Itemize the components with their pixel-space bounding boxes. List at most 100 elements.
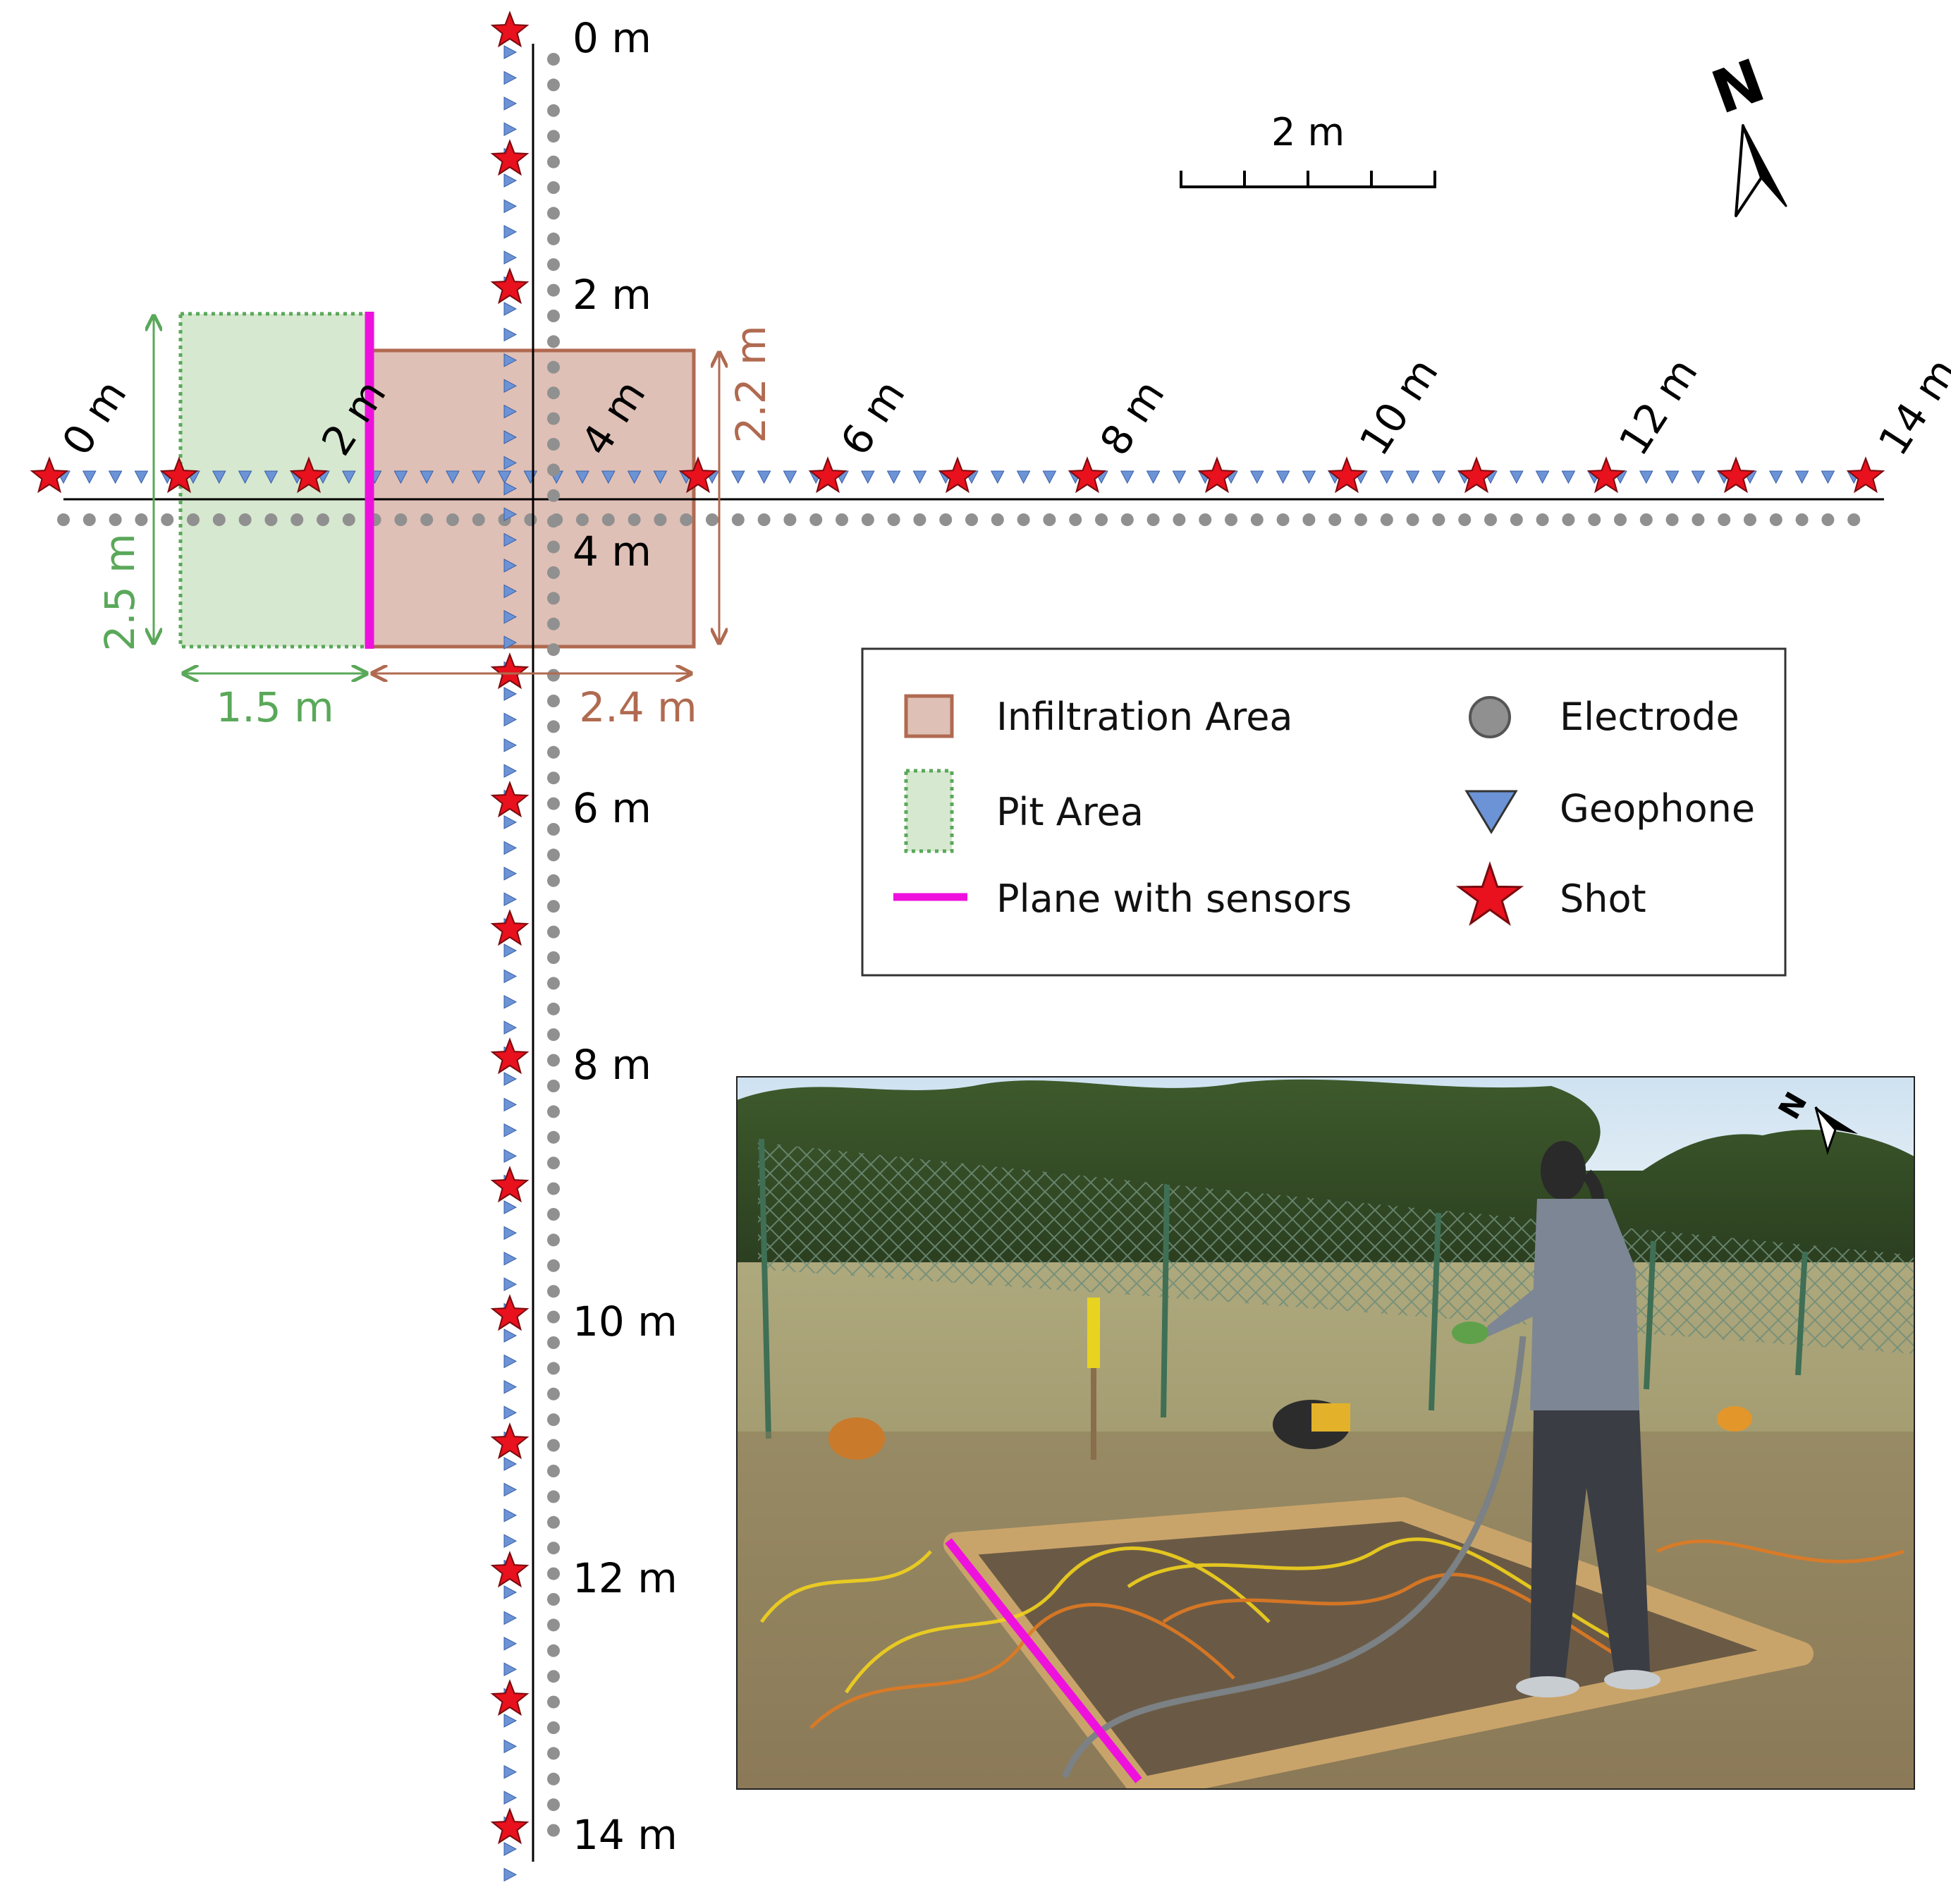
electrode-marker <box>547 1002 560 1015</box>
geophone-marker <box>503 866 518 881</box>
electrode-marker <box>1458 513 1472 526</box>
geophone-marker <box>503 199 518 214</box>
geophone-marker <box>503 609 518 624</box>
ns-shot-marker <box>490 267 530 305</box>
electrode-marker <box>1380 513 1393 526</box>
ew-shot-marker <box>1716 456 1756 494</box>
electrode-marker <box>547 1644 560 1657</box>
electrode-marker <box>547 207 560 220</box>
electrode-marker <box>547 1080 560 1092</box>
pit-width-label: 1.5 m <box>216 683 334 731</box>
electrode-marker <box>547 1747 560 1760</box>
geophone-marker <box>503 1611 518 1625</box>
electrode-marker <box>547 1028 560 1042</box>
electrode-marker <box>547 1798 560 1812</box>
ns-shot-marker <box>490 652 530 690</box>
electrode-marker <box>547 1567 560 1580</box>
ew-shot-marker <box>1068 456 1107 494</box>
electrode-marker <box>1744 513 1756 526</box>
geophone-marker <box>503 1020 518 1035</box>
electrode-marker <box>547 53 560 66</box>
geophone-marker <box>503 507 518 522</box>
electrode-marker <box>547 1593 560 1606</box>
geophone-marker <box>1561 470 1576 484</box>
geophone-marker <box>503 1097 518 1112</box>
electrode-marker <box>628 513 641 526</box>
ew-shot-marker <box>1457 456 1496 494</box>
legend-geophone-swatch <box>1464 790 1518 834</box>
legend-plane-label: Plane with sensors <box>996 877 1352 921</box>
geophone-marker <box>503 1123 518 1137</box>
electrode-marker <box>547 1182 560 1195</box>
electrode-marker <box>547 617 560 630</box>
ns-shot-marker <box>490 781 530 818</box>
electrode-marker <box>547 566 560 579</box>
geophone-marker <box>134 470 149 484</box>
geophone-marker <box>503 687 518 701</box>
ns-shot-marker <box>490 11 530 48</box>
photo-plane-with-sensors-line <box>945 1538 1142 1783</box>
electrode-marker <box>1225 513 1237 526</box>
geophone-marker <box>341 470 356 484</box>
electrode-marker <box>1199 513 1212 526</box>
geophone-marker <box>503 1534 518 1549</box>
electrode-marker <box>809 513 823 526</box>
legend-infiltration-label: Infiltration Area <box>996 695 1293 739</box>
electrode-marker <box>547 695 560 707</box>
geophone-marker <box>1042 470 1057 484</box>
geophone-marker <box>503 1867 518 1882</box>
ew-shot-marker <box>808 456 848 494</box>
geophone-marker <box>503 1149 518 1164</box>
ew-shot-marker <box>1586 456 1626 494</box>
electrode-marker <box>547 1336 560 1349</box>
ns-tick-label: 4 m <box>573 527 652 575</box>
electrode-marker <box>547 463 560 477</box>
ns-tick-label: 6 m <box>573 784 652 832</box>
geophone-marker <box>471 470 486 484</box>
electrode-marker <box>420 513 434 526</box>
electrode-marker <box>547 1490 560 1503</box>
electrode-marker <box>547 1259 560 1272</box>
electrode-marker <box>1614 513 1627 526</box>
scale-bar: 2 m <box>1180 110 1436 188</box>
electrode-marker <box>757 513 771 526</box>
ew-tick-label: 0 m <box>53 372 136 464</box>
geophone-marker <box>1405 470 1420 484</box>
geophone-marker <box>503 712 518 727</box>
geophone-marker <box>503 584 518 599</box>
geophone-marker <box>653 470 668 484</box>
shot-icon <box>1455 861 1524 927</box>
electrode-marker <box>1484 513 1497 526</box>
ew-shot-marker <box>1327 456 1366 494</box>
electrode-marker <box>547 438 560 451</box>
electrode-marker <box>547 745 560 759</box>
geophone-marker <box>1509 470 1524 484</box>
pit-area <box>178 312 372 649</box>
electrode-marker <box>547 951 560 964</box>
electrode-marker <box>601 513 615 526</box>
geophone-marker <box>503 1739 518 1754</box>
electrode-marker <box>547 412 560 425</box>
electrode-marker <box>1847 513 1861 526</box>
electrode-marker <box>547 1157 560 1170</box>
electrode-marker <box>547 1208 560 1221</box>
electrode-marker <box>547 1233 560 1247</box>
electrode-marker <box>264 513 278 526</box>
geophone-marker <box>503 532 518 547</box>
ew-tick-label: 14 m <box>1869 350 1951 464</box>
geophone-marker <box>503 1457 518 1471</box>
ns-shot-marker <box>490 1679 530 1716</box>
geophone-marker <box>503 1072 518 1086</box>
electrode-marker <box>1354 513 1367 526</box>
photo-person <box>1452 1141 1661 1697</box>
legend-pit-swatch <box>904 769 954 853</box>
north-arrow: N <box>1703 46 1787 217</box>
areas <box>178 312 696 649</box>
geophone-marker <box>503 1585 518 1599</box>
electrode-marker <box>212 513 226 526</box>
electrode-marker <box>547 1670 560 1683</box>
geophone-marker <box>503 481 518 496</box>
geophone-marker <box>860 470 875 484</box>
electrode-marker <box>547 1310 560 1324</box>
ns-tick-label: 10 m <box>573 1298 678 1345</box>
